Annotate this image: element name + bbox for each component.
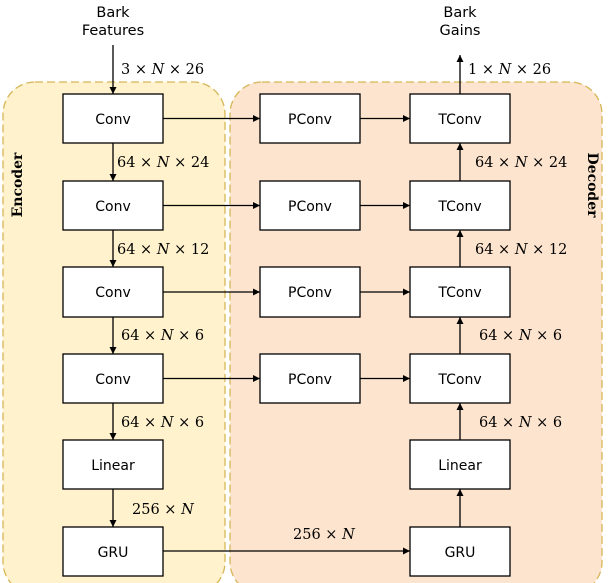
shape-input: 3 × N × 26 [121, 62, 204, 78]
shape-decoder-2: 64 × N × 12 [475, 242, 567, 258]
svg-text:PConv: PConv [288, 285, 332, 301]
decoder-label: Decoder [584, 153, 600, 219]
decoder-block-tconv-4: TConv [409, 353, 511, 404]
svg-text:Conv: Conv [95, 372, 131, 388]
svg-text:Linear: Linear [438, 458, 482, 474]
encoder-block-linear: Linear [62, 439, 164, 490]
encoder-block-conv-2: Conv [62, 180, 164, 231]
encoder-block-conv-4: Conv [62, 353, 164, 404]
svg-text:PConv: PConv [288, 199, 332, 215]
output-label-line2: Gains [440, 23, 481, 39]
pconv-block-2: PConv [259, 180, 361, 231]
svg-text:TConv: TConv [437, 112, 481, 128]
shape-encoder-3: 64 × N × 6 [121, 328, 204, 344]
decoder-block-tconv-2: TConv [409, 180, 511, 231]
shape-encoder-5: 256 × N [132, 502, 195, 518]
svg-text:TConv: TConv [437, 285, 481, 301]
decoder-block-linear: Linear [409, 439, 511, 490]
output-label-line1: Bark [443, 5, 477, 21]
shape-encoder-1: 64 × N × 24 [117, 155, 209, 171]
encoder-label: Encoder [10, 152, 26, 217]
svg-text:GRU: GRU [98, 545, 129, 561]
encoder-block-gru: GRU [62, 526, 164, 577]
svg-text:Linear: Linear [91, 458, 135, 474]
svg-text:Conv: Conv [95, 112, 131, 128]
shape-encoder-2: 64 × N × 12 [117, 242, 209, 258]
encoder-block-conv-3: Conv [62, 266, 164, 318]
svg-text:GRU: GRU [445, 545, 476, 561]
encoder-block-conv-1: Conv [62, 93, 164, 144]
shape-output: 1 × N × 26 [468, 62, 551, 78]
decoder-block-tconv-3: TConv [409, 266, 511, 318]
arrows [109, 45, 464, 555]
shape-gru-link: 256 × N [293, 527, 356, 543]
svg-text:Conv: Conv [95, 199, 131, 215]
input-label-line1: Bark [96, 5, 130, 21]
shape-decoder-3: 64 × N × 6 [479, 328, 562, 344]
encoder-region [2, 81, 226, 583]
pconv-block-4: PConv [259, 353, 361, 404]
shape-encoder-4: 64 × N × 6 [121, 415, 204, 431]
input-label-line2: Features [82, 23, 144, 39]
svg-text:PConv: PConv [288, 112, 332, 128]
svg-text:TConv: TConv [437, 372, 481, 388]
pconv-block-1: PConv [259, 93, 361, 144]
shape-decoder-4: 64 × N × 6 [479, 415, 562, 431]
decoder-block-gru: GRU [409, 526, 511, 577]
svg-text:PConv: PConv [288, 372, 332, 388]
svg-text:Conv: Conv [95, 285, 131, 301]
decoder-block-tconv-1: TConv [409, 93, 511, 144]
shape-decoder-1: 64 × N × 24 [475, 155, 567, 171]
svg-text:TConv: TConv [437, 199, 481, 215]
pconv-block-3: PConv [259, 266, 361, 318]
